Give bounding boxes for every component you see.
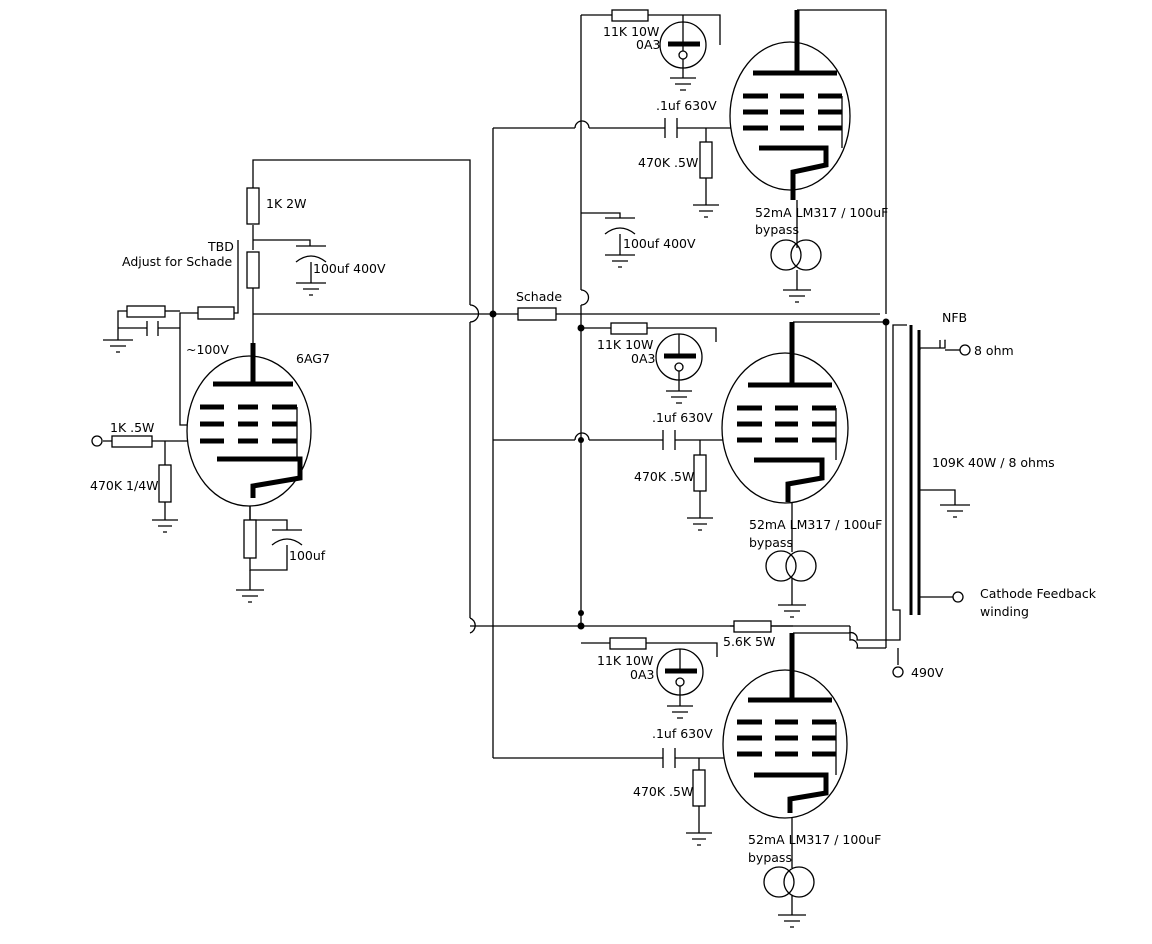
r-schade — [517, 307, 557, 321]
output-8ohm-terminal — [959, 344, 971, 356]
label-ccs-1: 52mA LM317 / 100uF — [755, 205, 888, 220]
resistors — [111, 9, 772, 807]
r-5-6k-5w — [733, 620, 772, 633]
label-nfb: NFB — [942, 310, 967, 325]
label-c-1uf-630v-1: .1uf 630V — [656, 98, 717, 113]
label-cathode-fb-2: winding — [980, 604, 1029, 619]
label-c-1uf-630v-2: .1uf 630V — [652, 410, 713, 425]
junction-dots — [489, 310, 890, 630]
r-schade-adj-a — [126, 305, 166, 318]
label-6ag7: 6AG7 — [296, 351, 330, 366]
label-r-470k-5w-3: 470K .5W — [633, 784, 693, 799]
label-ccs-3: 52mA LM317 / 100uF — [748, 832, 881, 847]
input-terminal — [91, 435, 103, 447]
r-schade-adj-b — [197, 306, 235, 320]
label-r-470k-5w-1: 470K .5W — [638, 155, 698, 170]
b-plus-terminal — [892, 666, 904, 678]
current-sources — [763, 239, 822, 898]
r-tbd — [246, 251, 260, 289]
label-c-100uf-400v-b: 100uf 400V — [623, 236, 696, 251]
label-b-plus: 490V — [911, 665, 944, 680]
r-cathode — [243, 519, 257, 559]
r-470k-5w-3 — [692, 769, 706, 807]
label-c-1uf-630v-3: .1uf 630V — [652, 726, 713, 741]
label-oa3-3: 0A3 — [630, 667, 654, 682]
labels: 1K 2W TBD Adjust for Schade 100uf 400V ~… — [90, 24, 1097, 865]
r-1k-2w — [246, 187, 260, 225]
r-470k-5w-1 — [699, 141, 713, 179]
label-r-470k-14w: 470K 1/4W — [90, 478, 159, 493]
label-oa3-1: 0A3 — [636, 37, 660, 52]
label-r-1k-2w: 1K 2W — [266, 196, 306, 211]
power-tube-middle — [721, 322, 849, 504]
driver-tube-6ag7 — [186, 343, 312, 507]
r-470k-5w-2 — [693, 454, 707, 492]
label-out-8ohm: 8 ohm — [974, 343, 1014, 358]
label-adjust-schade: Adjust for Schade — [122, 254, 233, 269]
cathode-fb-terminal — [952, 591, 964, 603]
label-c-100uf-400v-a: 100uf 400V — [313, 261, 386, 276]
label-bypass-1: bypass — [755, 222, 799, 237]
oa3-regulators — [655, 15, 707, 706]
label-bypass-3: bypass — [748, 850, 792, 865]
label-r-11k-10w-1: 11K 10W — [603, 24, 659, 39]
label-schade: Schade — [516, 289, 562, 304]
label-c-100uf: 100uf — [289, 548, 326, 563]
terminals — [91, 339, 971, 678]
capacitors — [146, 118, 678, 768]
label-r-470k-5w-2: 470K .5W — [634, 469, 694, 484]
label-r-5-6k-5w: 5.6K 5W — [723, 634, 775, 649]
label-oa3-2: 0A3 — [631, 351, 655, 366]
label-r-11k-10w-2: 11K 10W — [597, 337, 653, 352]
label-tbd: TBD — [207, 239, 234, 254]
power-tube-bottom — [722, 633, 848, 819]
label-ccs-2: 52mA LM317 / 100uF — [749, 517, 882, 532]
label-r-1k-5w: 1K .5W — [110, 420, 154, 435]
ground-symbols — [103, 77, 970, 928]
label-r-11k-10w-3: 11K 10W — [597, 653, 653, 668]
r-11k-10w-3 — [609, 637, 647, 650]
r-11k-10w-2 — [610, 322, 648, 335]
r-470k-14w — [158, 464, 172, 503]
power-tube-top — [729, 10, 851, 200]
label-transformer: 109K 40W / 8 ohms — [932, 455, 1055, 470]
label-cathode-fb-1: Cathode Feedback — [980, 586, 1097, 601]
label-approx-100v: ~100V — [186, 342, 229, 357]
output-transformer — [909, 325, 941, 615]
r-11k-10w-1 — [611, 9, 649, 22]
r-1k-5w — [111, 435, 153, 448]
label-bypass-2: bypass — [749, 535, 793, 550]
